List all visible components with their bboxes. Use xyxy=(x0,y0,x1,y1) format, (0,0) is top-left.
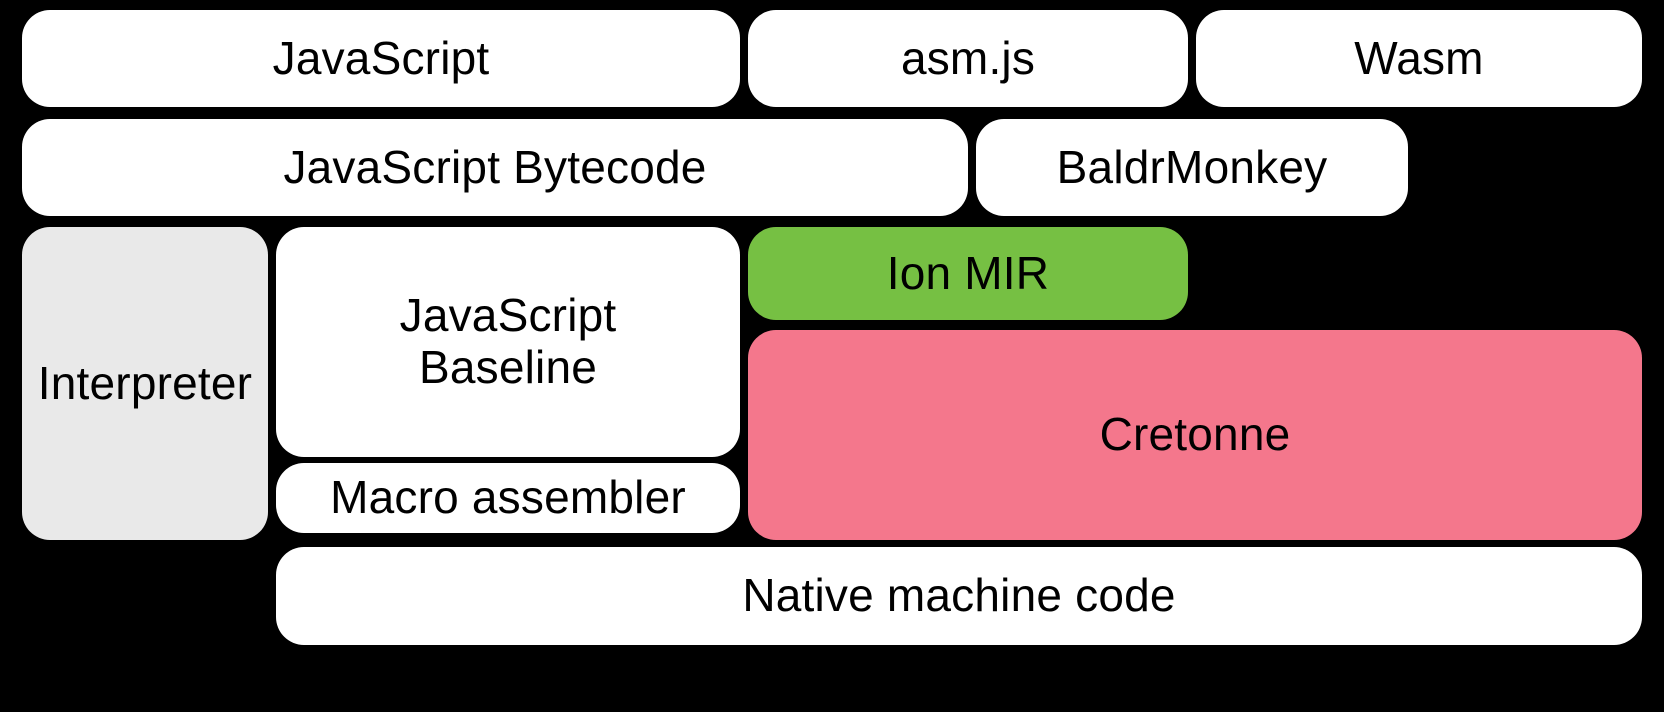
node-cretonne[interactable]: Cretonne xyxy=(748,330,1642,540)
node-macro-assembler[interactable]: Macro assembler xyxy=(276,463,740,533)
node-javascript-baseline[interactable]: JavaScript Baseline xyxy=(276,227,740,457)
node-interpreter[interactable]: Interpreter xyxy=(22,227,268,540)
node-ion-mir[interactable]: Ion MIR xyxy=(748,227,1188,320)
node-asmjs[interactable]: asm.js xyxy=(748,10,1188,107)
node-native-machine-code[interactable]: Native machine code xyxy=(276,547,1642,645)
node-wasm[interactable]: Wasm xyxy=(1196,10,1642,107)
node-javascript-bytecode[interactable]: JavaScript Bytecode xyxy=(22,119,968,216)
node-baldrmonkey[interactable]: BaldrMonkey xyxy=(976,119,1408,216)
node-javascript[interactable]: JavaScript xyxy=(22,10,740,107)
